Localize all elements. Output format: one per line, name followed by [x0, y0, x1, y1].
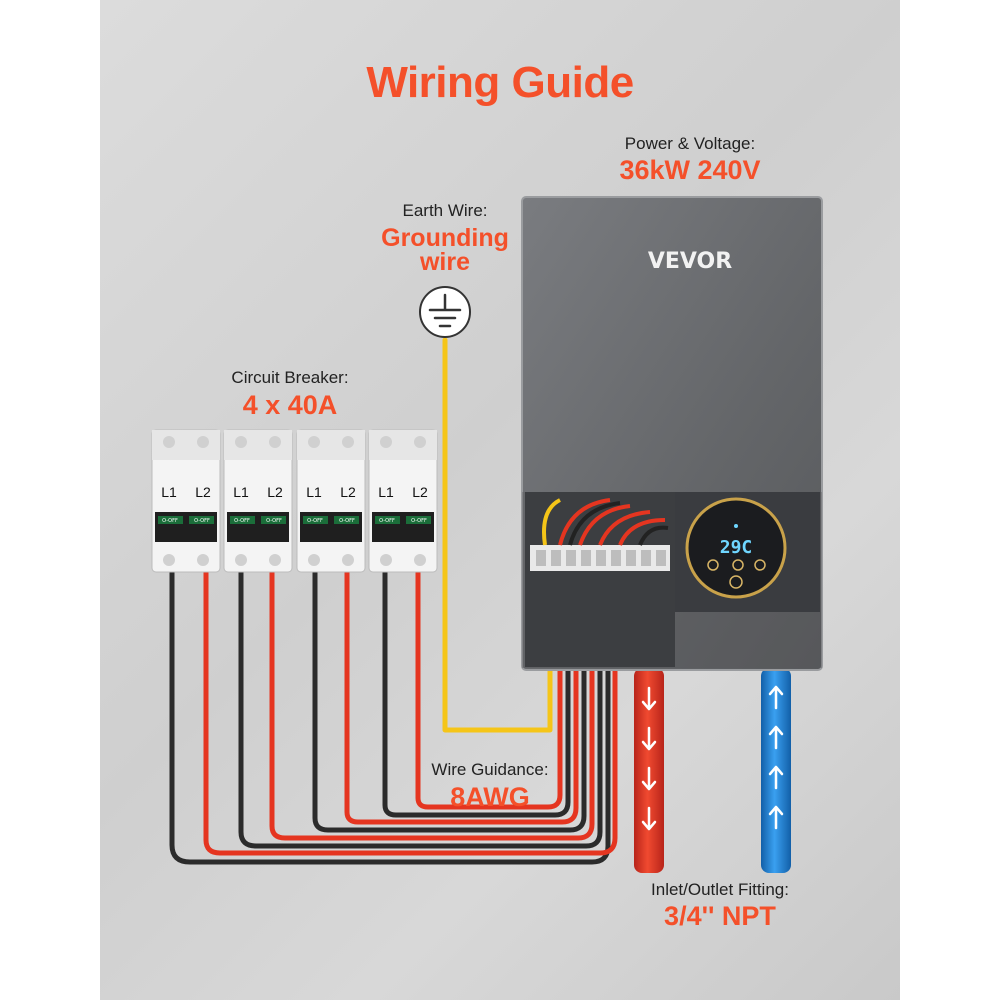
- switch-label: O-OFF: [162, 518, 178, 524]
- earth-value-line2: wire: [419, 248, 471, 276]
- switch-label: O-OFF: [379, 518, 395, 524]
- arrow-down-icon: [641, 766, 657, 791]
- power-value: 36kW 240V: [619, 155, 761, 185]
- switch-label: O-OFF: [339, 518, 355, 524]
- power-icon[interactable]: [729, 575, 743, 589]
- arrow-up-icon: [768, 685, 784, 710]
- pole-label-l1: L1: [233, 484, 249, 500]
- arrow-down-icon: [641, 686, 657, 711]
- fitting-value: 3/4'' NPT: [664, 901, 776, 931]
- live-wire: [203, 567, 618, 856]
- up-icon[interactable]: [754, 559, 766, 571]
- wire-label: Wire Guidance:: [431, 760, 549, 779]
- arrow-down-icon: [641, 806, 657, 831]
- live-wire: [269, 567, 595, 841]
- pole-label-l2: L2: [340, 484, 356, 500]
- pole-label-l1: L1: [306, 484, 322, 500]
- pole-label-l2: L2: [195, 484, 211, 500]
- page-title: Wiring Guide: [366, 58, 634, 107]
- breaker-value: 4 x 40A: [242, 390, 338, 420]
- brand-logo: VEVOR: [648, 249, 732, 274]
- wire-value: 8AWG: [450, 782, 530, 812]
- pole-label-l1: L1: [378, 484, 394, 500]
- pole-label-l1: L1: [161, 484, 177, 500]
- pole-label-l2: L2: [412, 484, 428, 500]
- ground-symbol-icon: [419, 286, 471, 338]
- menu-icon[interactable]: [732, 559, 744, 571]
- display-dial: [685, 497, 787, 599]
- breaker-3: [296, 429, 366, 573]
- pole-label-l2: L2: [267, 484, 283, 500]
- neutral-wire: [238, 567, 603, 849]
- switch-label: O-OFF: [194, 518, 210, 524]
- breaker-2: [223, 429, 293, 573]
- switch-label: O-OFF: [266, 518, 282, 524]
- arrow-up-icon: [768, 805, 784, 830]
- arrow-up-icon: [768, 725, 784, 750]
- arrow-up-icon: [768, 765, 784, 790]
- circuit-breakers: [151, 429, 438, 573]
- switch-label: O-OFF: [234, 518, 250, 524]
- fitting-label: Inlet/Outlet Fitting:: [651, 880, 789, 899]
- switch-label: O-OFF: [307, 518, 323, 524]
- breaker-1: [151, 429, 221, 573]
- live-wire: [415, 567, 563, 810]
- live-wire: [344, 567, 579, 825]
- water-heater-unit: 29C: [521, 196, 823, 671]
- breaker-label: Circuit Breaker:: [231, 368, 349, 387]
- arrow-down-icon: [641, 726, 657, 751]
- down-icon[interactable]: [707, 559, 719, 571]
- neutral-wire: [382, 567, 571, 818]
- temperature-display: 29C: [720, 537, 753, 558]
- earth-value-line1: Grounding: [381, 224, 509, 252]
- earth-label: Earth Wire:: [402, 201, 488, 220]
- neutral-wire: [312, 567, 587, 833]
- power-label: Power & Voltage:: [624, 134, 756, 153]
- switch-label: O-OFF: [411, 518, 427, 524]
- breaker-4: [368, 429, 438, 573]
